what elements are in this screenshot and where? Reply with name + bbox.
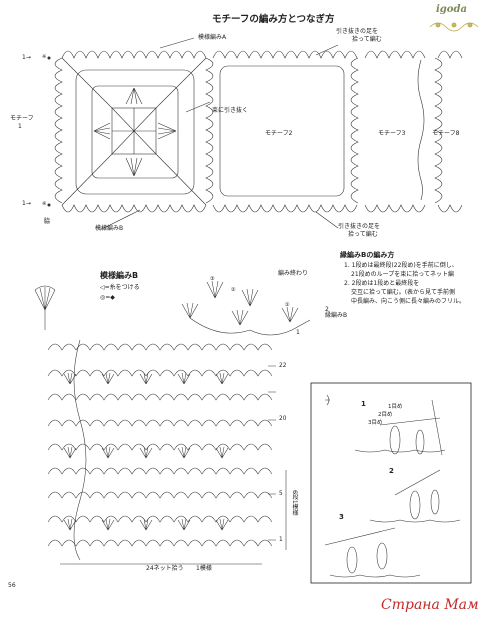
label-circle-1: ① — [285, 302, 290, 308]
label-join-bottom-1: 引き抜きの足を — [338, 223, 381, 230]
row-label-5: 5 — [279, 491, 283, 497]
scallop-row — [47, 393, 273, 401]
row-label-22: 22 — [279, 363, 287, 369]
label-border-b: 縁編みB — [325, 312, 348, 319]
scallop-row — [47, 369, 273, 377]
label-circle-2: ② — [231, 287, 236, 293]
label-motif-1-num: 1 — [18, 123, 22, 130]
label-motif-2: モチーフ2 — [265, 130, 293, 137]
label-join-top-1: 引き抜きの足を — [336, 28, 379, 35]
scallop-row — [47, 343, 273, 351]
label-join-bottom-2: 拾って編む — [348, 231, 378, 238]
step-3-number: 3 — [339, 513, 344, 521]
label-motif-1: モチーフ — [10, 115, 34, 122]
fan-stitch — [63, 372, 77, 385]
instruction-line-5: 中長編み、向こう側に長々編みのフリル。 — [351, 298, 466, 305]
instruction-line-1: 1. 1段めは最終段(22段め)を手前に倒し、 — [344, 262, 458, 269]
scallop-row — [47, 443, 273, 451]
page-number: 56 — [8, 582, 16, 589]
scallop-row — [47, 515, 273, 523]
arrow-label-top: 1→ — [22, 54, 31, 61]
fan-stitch — [177, 446, 191, 459]
label-pattern-b: 模様編みB — [95, 225, 124, 232]
fan-stitch — [101, 446, 115, 459]
scallop-row — [47, 539, 273, 547]
step-1-number: 1 — [361, 400, 366, 408]
fan-stitch — [139, 518, 153, 531]
start-mark-bottom: ※ — [42, 201, 47, 207]
legend-attach-yarn: ◁=糸をつける — [100, 284, 140, 291]
pattern-b-title: 模様編みB — [100, 271, 139, 280]
fan-stitch — [101, 518, 115, 531]
step-1-label-2: 2目め — [378, 412, 393, 418]
watermark: Страна Мам — [381, 597, 479, 613]
fan-stitch — [101, 372, 115, 385]
step-2-number: 2 — [389, 467, 394, 475]
bottom-repeat-label: 1模様 — [196, 565, 212, 572]
label-num-2: 2 — [325, 306, 329, 313]
bottom-count-label: 24ネット拾う — [146, 565, 184, 572]
fan-stitch — [63, 446, 77, 459]
label-motif-8: モチーフ8 — [432, 130, 460, 137]
fan-stitch — [215, 372, 229, 385]
scallop-row — [47, 419, 273, 427]
fan-stitch — [139, 446, 153, 459]
fan-stitch — [215, 518, 229, 531]
label-num-1: 1 — [296, 329, 300, 336]
scallop-row — [47, 491, 273, 499]
fan-stitch — [139, 372, 153, 385]
label-join-top-2: 拾って編む — [352, 36, 382, 43]
arrow-label-bottom: 1→ — [22, 200, 31, 207]
instruction-line-3: 2. 2段めは1段めと最終段を — [344, 280, 420, 287]
fan-stitch — [63, 518, 77, 531]
label-circle-3: ③ — [210, 276, 215, 282]
fan-stitch — [215, 446, 229, 459]
page-title: モチーフの編み方とつなぎ方 — [212, 14, 335, 25]
label-waist: 脇 — [44, 218, 51, 225]
row-repeat-label: 6段1模様 — [291, 490, 298, 516]
instruction-line-4: 交互に拾って編む。(表から見て手前側 — [351, 289, 456, 296]
fan-stitch — [177, 372, 191, 385]
label-finish: 編み終わり — [278, 270, 309, 277]
label-motif-3: モチーフ3 — [378, 130, 406, 137]
label-pattern-a: 模様編みA — [198, 34, 227, 41]
instructions-title: 縁編みBの編み方 — [340, 251, 395, 259]
instruction-line-2: 21段めのループを束に拾ってネット編 — [351, 271, 454, 278]
row-label-1: 1 — [279, 537, 283, 543]
step-1-label-1: 1目め — [388, 404, 403, 410]
label-join-center: 束に引き抜く — [212, 107, 249, 114]
step-1-label-3: 3目め — [368, 420, 383, 426]
logo: igoda — [436, 4, 467, 15]
start-mark-top: ※ — [42, 54, 47, 60]
fan-stitch — [177, 518, 191, 531]
row-label-20: 20 — [279, 416, 287, 422]
legend-symbol: ◎=◆ — [100, 294, 115, 301]
